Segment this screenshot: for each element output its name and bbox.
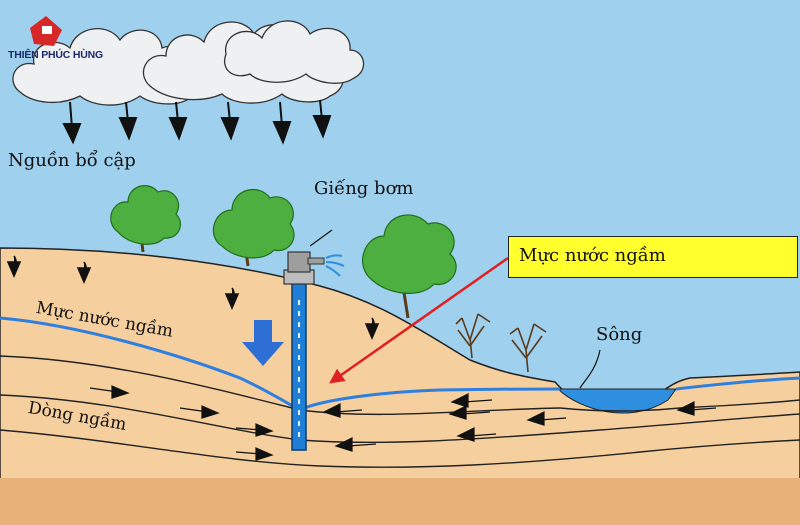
callout-arrow — [329, 256, 509, 384]
water-table-callout-text: Mực nước ngầm — [519, 245, 666, 266]
recharge-label: Nguồn bổ cập — [8, 150, 136, 171]
logo-icon — [30, 16, 62, 46]
flow-arrow-icon — [235, 447, 274, 461]
shrub-icon — [455, 313, 547, 373]
flow-arrows — [89, 385, 717, 461]
rain-arrow-icon — [168, 101, 188, 141]
pump-well-label: Giếng bơm — [314, 178, 414, 199]
rain-arrow-icon — [220, 101, 240, 141]
rain-arrow-icon — [312, 99, 332, 139]
logo-name: THIÊN PHÚC HÙNG — [8, 49, 104, 61]
tree-icon — [110, 185, 181, 253]
pump-icon — [283, 229, 345, 451]
rain-arrow-icon — [118, 101, 138, 141]
flow-arrow-icon — [526, 411, 567, 426]
river-pointer — [579, 349, 601, 389]
tree-icon — [212, 188, 295, 267]
flow-arrow-icon — [456, 427, 497, 442]
flow-arrow-icon — [235, 423, 274, 437]
cloud-icon — [12, 20, 365, 106]
bottom-layer — [0, 478, 800, 525]
flow-arrow-icon — [334, 437, 377, 452]
infiltration-arrows — [6, 255, 380, 341]
rain-arrow-icon — [62, 101, 82, 145]
flow-arrow-icon — [676, 401, 717, 416]
water-table-callout: Mực nước ngầm — [508, 236, 798, 278]
rain-arrow-icon — [272, 101, 292, 145]
flow-arrow-icon — [89, 385, 130, 399]
flow-arrow-icon — [179, 405, 220, 419]
down-arrow-icon — [242, 320, 284, 366]
flow-arrow-icon — [448, 405, 491, 420]
river-water — [556, 388, 677, 414]
tree-icon — [362, 214, 457, 319]
flow-arrow-icon — [322, 403, 363, 418]
flow-arrow-icon — [450, 393, 493, 408]
river-label: Sông — [596, 324, 643, 345]
rain-arrows — [62, 99, 332, 145]
